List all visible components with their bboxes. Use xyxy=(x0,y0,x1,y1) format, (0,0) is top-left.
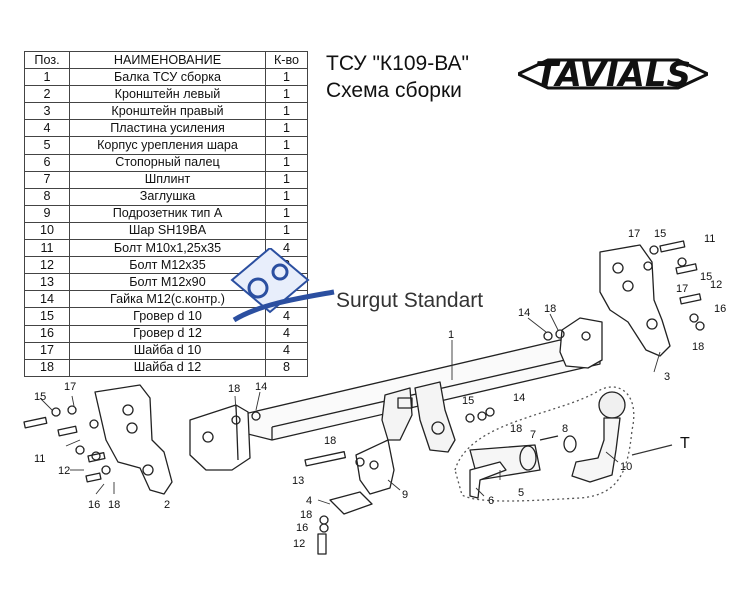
callout-8: 8 xyxy=(562,423,568,435)
tavials-logo: TAVIALS xyxy=(518,55,708,95)
beam-end-bracket-left xyxy=(189,404,251,471)
cell-position: 18 xyxy=(24,358,70,377)
callout-18-center2: 18 xyxy=(510,423,522,435)
callout-4: 4 xyxy=(306,495,312,507)
callout-17-right2: 17 xyxy=(676,283,688,295)
callout-6: 6 xyxy=(488,495,494,507)
callout-18-right: 18 xyxy=(692,341,704,353)
tow-ball xyxy=(571,391,626,483)
callout-17-right: 17 xyxy=(628,228,640,240)
callout-16-right: 16 xyxy=(714,303,726,315)
cell-position: 10 xyxy=(24,221,70,241)
cell-name: Корпус урепления шара xyxy=(69,136,266,155)
cell-name: Гровер d 10 xyxy=(69,307,266,326)
callout-9: 9 xyxy=(402,489,408,501)
locking-pin xyxy=(469,461,507,499)
callout-11-left: 11 xyxy=(34,453,45,465)
callout-18-left: 18 xyxy=(108,499,120,511)
svg-text:TAVIALS: TAVIALS xyxy=(535,55,691,95)
bolts xyxy=(23,240,702,555)
callout-18-beam-left: 18 xyxy=(228,383,240,395)
washers xyxy=(51,245,705,533)
callout-14-center: 14 xyxy=(513,392,525,404)
cell-name: Гровер d 12 xyxy=(69,324,266,343)
callout-10: 10 xyxy=(620,461,632,473)
cell-position: 15 xyxy=(24,307,70,326)
title-block: ТСУ "К109-ВА" Схема сборки xyxy=(326,50,469,104)
cell-name: Болт М12х90 xyxy=(69,273,266,292)
reinforcement-plate xyxy=(329,491,373,515)
callout-18-bottom: 18 xyxy=(300,509,312,521)
callout-15-center: 15 xyxy=(462,395,474,407)
removable-set-outline xyxy=(454,386,635,502)
cell-quantity: 4 xyxy=(265,341,308,360)
cell-name: Болт М12х35 xyxy=(69,256,266,275)
watermark-text: Surgut Standart xyxy=(336,289,484,312)
callout-15-left: 15 xyxy=(34,391,46,403)
callout-12-left: 12 xyxy=(58,465,70,477)
ball-mount-receiver xyxy=(381,381,456,453)
cell-quantity: 4 xyxy=(265,324,308,343)
cell-name: Гайка М12(с.контр.) xyxy=(69,290,266,309)
callout-17-left: 17 xyxy=(64,381,76,393)
cell-position: 14 xyxy=(24,290,70,309)
cell-quantity: 4 xyxy=(265,307,308,326)
callout-11-right: 11 xyxy=(704,233,715,245)
cell-quantity: 1 xyxy=(265,85,308,104)
callout-15-right: 15 xyxy=(654,228,666,240)
cell-quantity: 8 xyxy=(265,358,308,377)
socket-bracket xyxy=(355,439,395,495)
callout-18-beam-right: 18 xyxy=(544,303,556,315)
callout-1: 1 xyxy=(448,329,454,341)
callout-12-bottom: 12 xyxy=(293,538,305,550)
callout-16-bottom: 16 xyxy=(296,522,308,534)
callout-14-left: 14 xyxy=(255,381,267,393)
callout-2: 2 xyxy=(164,499,170,511)
title-subtitle: Схема сборки xyxy=(326,79,462,102)
callout-18-center: 18 xyxy=(324,435,336,447)
left-bracket xyxy=(94,384,173,495)
callout-t: T xyxy=(680,435,690,452)
callout-16-left: 16 xyxy=(88,499,100,511)
callout-7: 7 xyxy=(530,429,536,441)
right-bracket xyxy=(599,244,671,357)
cell-quantity: 1 xyxy=(265,221,308,241)
callout-12-right: 12 xyxy=(710,279,722,291)
callout-14-right: 14 xyxy=(518,307,530,319)
callout-5: 5 xyxy=(518,487,524,499)
cell-position: 16 xyxy=(24,324,70,343)
cell-name: Шайба d 12 xyxy=(69,358,266,377)
callout-13: 13 xyxy=(292,475,304,487)
cell-name: Шайба d 10 xyxy=(69,341,266,360)
beam-end-bracket-right xyxy=(559,317,603,369)
callout-3: 3 xyxy=(664,371,670,383)
callout-15-right2: 15 xyxy=(700,271,712,283)
title-model: ТСУ "К109-ВА" xyxy=(326,52,469,75)
watermark-logo xyxy=(230,248,335,323)
